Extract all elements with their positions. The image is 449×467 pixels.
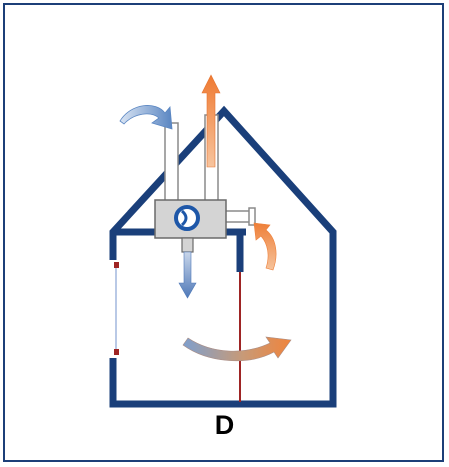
window-top-marker: [114, 262, 119, 268]
intake-duct: [164, 122, 179, 206]
heat-recovery-unit-icon: [154, 199, 227, 253]
extract-arrow-icon: [253, 222, 277, 271]
window-bottom-marker: [114, 349, 119, 355]
intake-arrow-icon: [119, 105, 173, 130]
airflow-arrows: [119, 74, 292, 362]
exhaust-arrow-icon: [201, 74, 221, 168]
supply-duct-neck: [181, 237, 194, 253]
flow-arrow-icon: [182, 336, 292, 362]
fan-blade: [180, 209, 188, 227]
supply-arrow-icon: [178, 251, 197, 299]
diagram-caption: D: [214, 410, 235, 440]
extract-duct-cap: [248, 207, 256, 226]
